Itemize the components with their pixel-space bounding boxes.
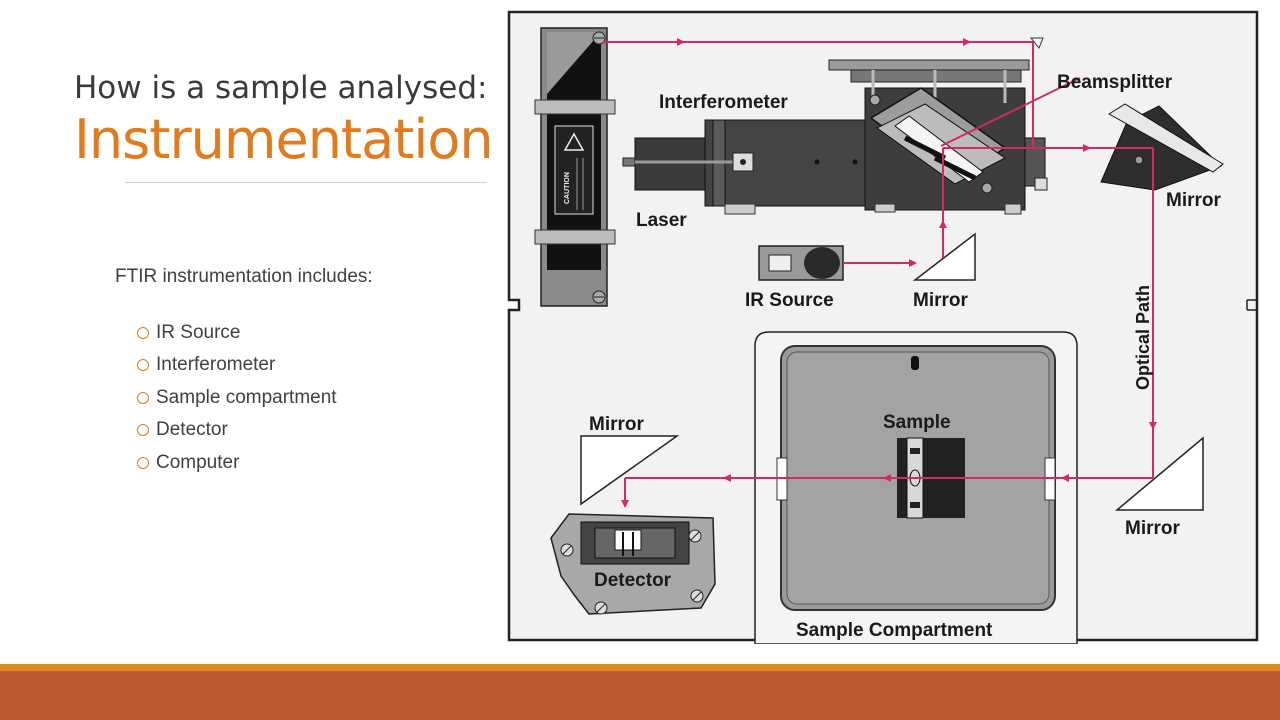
mirror-lower-right (1114, 436, 1204, 511)
footer-bar (0, 671, 1280, 720)
footer-accent-bar (0, 664, 1280, 671)
slide-title: Instrumentation (74, 108, 494, 171)
label-sample: Sample (883, 412, 951, 433)
circle-bullet-icon (137, 327, 149, 339)
laser-unit: CAUTION (534, 27, 616, 307)
list-item-label: Interferometer (156, 354, 276, 376)
list-item-label: Computer (156, 451, 240, 473)
label-beamsplitter: Beamsplitter (1057, 72, 1173, 93)
label-mirror-ir: Mirror (913, 290, 969, 311)
mirror-left (580, 435, 680, 506)
list-item: Sample compartment (137, 385, 337, 417)
label-detector: Detector (594, 570, 672, 591)
list-item-label: Detector (156, 419, 228, 441)
ftir-diagram: CAUTION (507, 10, 1259, 644)
label-mirror-left: Mirror (589, 414, 645, 435)
list-item-label: IR Source (156, 322, 241, 343)
list-item: Interferometer (137, 352, 337, 384)
circle-bullet-icon (137, 424, 149, 437)
list-item: Computer (137, 450, 337, 482)
title-divider (125, 182, 487, 183)
detector-unit (550, 513, 716, 615)
mirror-ir (912, 232, 976, 281)
sample-compartment (754, 331, 1078, 644)
list-item: Detector (137, 417, 337, 449)
list-item-label: Sample compartment (156, 386, 337, 408)
component-list: IR Source Interferometer Sample compartm… (137, 320, 337, 482)
label-mirror-lower-right: Mirror (1125, 518, 1181, 539)
label-interferometer: Interferometer (659, 92, 788, 113)
circle-bullet-icon (137, 456, 149, 469)
label-mirror-top-right: Mirror (1166, 190, 1222, 211)
circle-bullet-icon (137, 391, 149, 404)
label-laser: Laser (636, 210, 687, 231)
mirror-top-right (1100, 103, 1224, 191)
slide-subtitle: How is a sample analysed: (74, 70, 488, 106)
label-sample-compartment: Sample Compartment (796, 620, 993, 641)
caution-label: CAUTION (564, 172, 571, 204)
label-ir-source: IR Source (745, 290, 834, 311)
ir-source-unit (758, 245, 844, 281)
list-item: IR Source (137, 320, 337, 352)
beam-path (603, 38, 1157, 508)
label-optical-path: Optical Path (1133, 285, 1153, 390)
intro-text: FTIR instrumentation includes: (115, 266, 373, 287)
circle-bullet-icon (137, 359, 149, 372)
